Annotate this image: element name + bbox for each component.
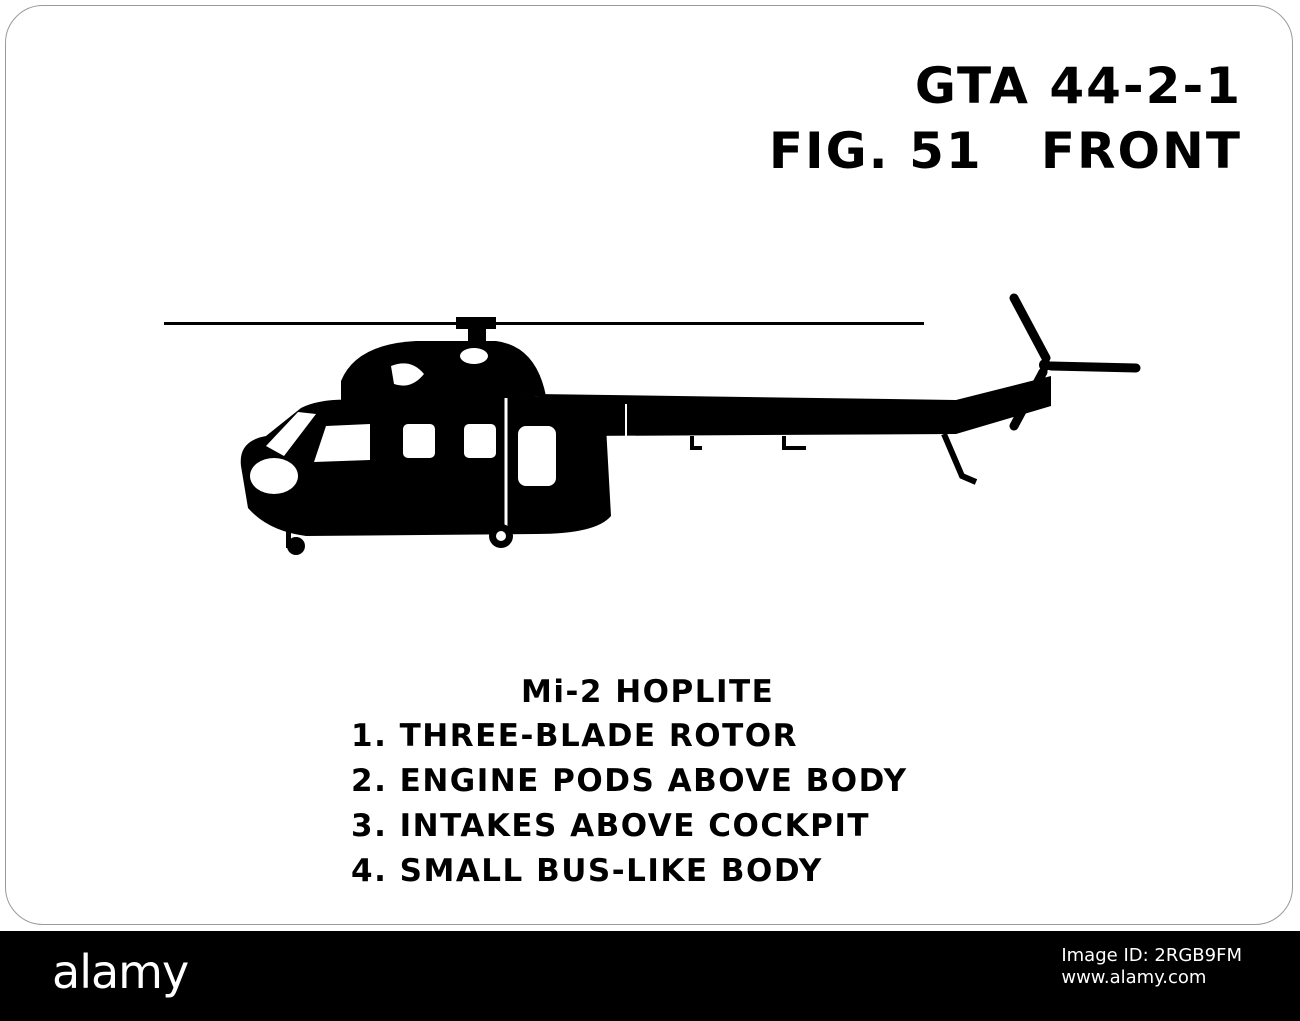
brand-name: alamy <box>52 945 189 999</box>
recognition-card: GTA 44-2-1 FIG. 51 FRONT <box>5 5 1293 925</box>
feature-item: 4. SMALL BUS-LIKE BODY <box>351 853 823 889</box>
brand-logo: alamy <box>52 945 189 999</box>
helicopter-silhouette <box>164 293 1141 555</box>
feature-item: 2. ENGINE PODS ABOVE BODY <box>351 763 908 799</box>
card-code: GTA 44-2-1 <box>914 57 1242 115</box>
aircraft-name: Mi-2 HOPLITE <box>521 674 775 710</box>
feature-item: 1. THREE-BLADE ROTOR <box>351 718 798 754</box>
watermark-bar: alamy Image ID: 2RGB9FM www.alamy.com <box>0 931 1300 1021</box>
site-url: www.alamy.com <box>1061 967 1207 988</box>
feature-item: 3. INTAKES ABOVE COCKPIT <box>351 808 871 844</box>
image-meta: Image ID: 2RGB9FM www.alamy.com <box>1061 945 1242 989</box>
figure-label: FIG. 51 FRONT <box>768 122 1242 180</box>
identification-features: Mi-2 HOPLITE 1. THREE-BLADE ROTOR 2. ENG… <box>351 674 908 898</box>
image-id: Image ID: 2RGB9FM <box>1061 945 1242 966</box>
